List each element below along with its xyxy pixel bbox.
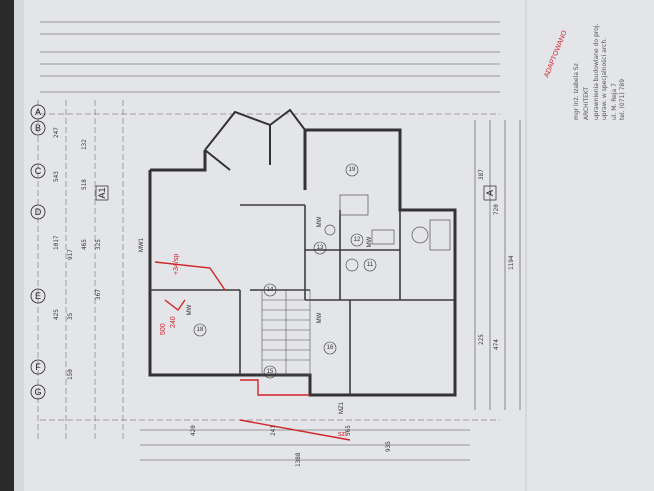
axis-a1-marker-left: A1 [95, 185, 109, 201]
dimension-labels-right: 387 720 1194 474 225 [478, 169, 515, 350]
dim-label: 565 [345, 425, 352, 436]
dim-label: 241 [270, 425, 277, 436]
dim-label: 935 [385, 441, 392, 452]
dimension-labels-left: 425 1017 543 247 150 35 917 465 518 132 … [53, 127, 102, 380]
bottom-dimension-lines [140, 429, 470, 461]
svg-text:tel. (071) 789: tel. (071) 789 [619, 79, 626, 120]
room-number: 12 [354, 237, 361, 243]
svg-text:A1: A1 [97, 187, 107, 198]
svg-text:ARCHITEKT: ARCHITEKT [583, 87, 590, 120]
room-number: 14 [267, 287, 274, 293]
right-dimension-lines [474, 120, 521, 410]
dim-label: 425 [53, 309, 60, 320]
dim-label: 367 [95, 289, 102, 300]
room-code: MW1 [139, 237, 145, 252]
axis-label-e: E [35, 291, 41, 301]
axis-label-b: B [35, 123, 41, 133]
staircase [261, 289, 311, 376]
axis-label-d: D [35, 207, 42, 217]
red-annotation: +34/sp [173, 254, 180, 275]
dim-label: 247 [53, 127, 60, 138]
room-code: MW [367, 236, 373, 247]
room-code: MW [317, 216, 323, 227]
svg-text:A: A [485, 190, 495, 196]
svg-text:upraw. w specjalności arch.: upraw. w specjalności arch. [601, 38, 608, 120]
axis-label-g: G [34, 387, 41, 397]
dim-label: 518 [81, 179, 88, 190]
dim-label: 325 [95, 239, 102, 250]
bay-window [204, 108, 306, 171]
axis-gridlines [37, 100, 500, 440]
svg-text:ul. M. Reja 7: ul. M. Reja 7 [611, 83, 618, 120]
room-codes: MW MW1 MW MW MW MZ1 [139, 216, 373, 414]
axis-markers: G F E D C B A [30, 104, 46, 400]
dimension-labels-bottom: 420 241 565 935 1388 [190, 425, 392, 467]
room-number: 19 [349, 167, 356, 173]
axis-label-c: C [35, 166, 42, 176]
svg-text:mgr inż. Izabela Sz: mgr inż. Izabela Sz [573, 63, 580, 120]
building-walls [148, 128, 457, 397]
red-annotations [154, 261, 351, 441]
dim-label: 720 [493, 204, 500, 215]
dim-label: 420 [190, 425, 197, 436]
red-annotation: 240 [170, 316, 177, 328]
room-markers: 18 14 13 12 11 15 16 19 [193, 163, 377, 379]
dim-label: 35 [67, 312, 74, 320]
dim-label: 387 [478, 169, 485, 180]
dim-label: 917 [67, 249, 74, 260]
dim-label: 1017 [53, 235, 60, 250]
room-code: MZ1 [339, 401, 345, 414]
dim-label: 1194 [508, 255, 515, 270]
dim-label: 150 [67, 369, 74, 380]
dim-label: 132 [81, 139, 88, 150]
room-code: MW [317, 312, 323, 323]
red-annotation: 500 [160, 323, 167, 335]
top-dimension-lines [40, 21, 500, 93]
dim-label: 225 [478, 334, 485, 345]
room-number: 18 [197, 327, 204, 333]
interior-walls [150, 204, 455, 395]
svg-text:uprawnienia budowlane do proj.: uprawnienia budowlane do proj. [593, 24, 600, 120]
room-number: 11 [367, 262, 374, 268]
dim-label: 543 [53, 171, 60, 182]
room-number: 13 [317, 245, 324, 251]
axis-label-f: F [35, 362, 41, 372]
dim-label: 474 [493, 339, 500, 350]
dim-label: 1388 [295, 452, 302, 467]
room-code: MW [187, 304, 193, 315]
dim-label: 465 [81, 239, 88, 250]
architect-stamp: mgr inż. Izabela Sz ARCHITEKT uprawnieni… [573, 24, 626, 120]
room-number: 15 [267, 369, 274, 375]
axis-label-a: A [35, 107, 41, 117]
room-number: 16 [327, 345, 334, 351]
red-annotation: szt [338, 431, 347, 438]
axis-a-marker-right: A [483, 185, 497, 201]
bathroom-fixtures [324, 194, 451, 272]
